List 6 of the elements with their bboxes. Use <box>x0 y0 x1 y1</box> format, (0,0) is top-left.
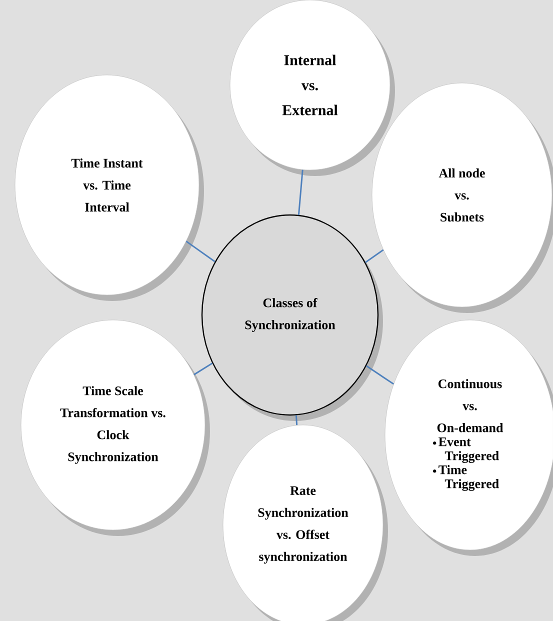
connector-line <box>194 362 213 376</box>
connector-line <box>295 415 298 426</box>
connector-line <box>298 170 304 215</box>
connector-line <box>186 240 216 262</box>
connector-line <box>366 365 394 385</box>
connector-line <box>365 249 384 263</box>
